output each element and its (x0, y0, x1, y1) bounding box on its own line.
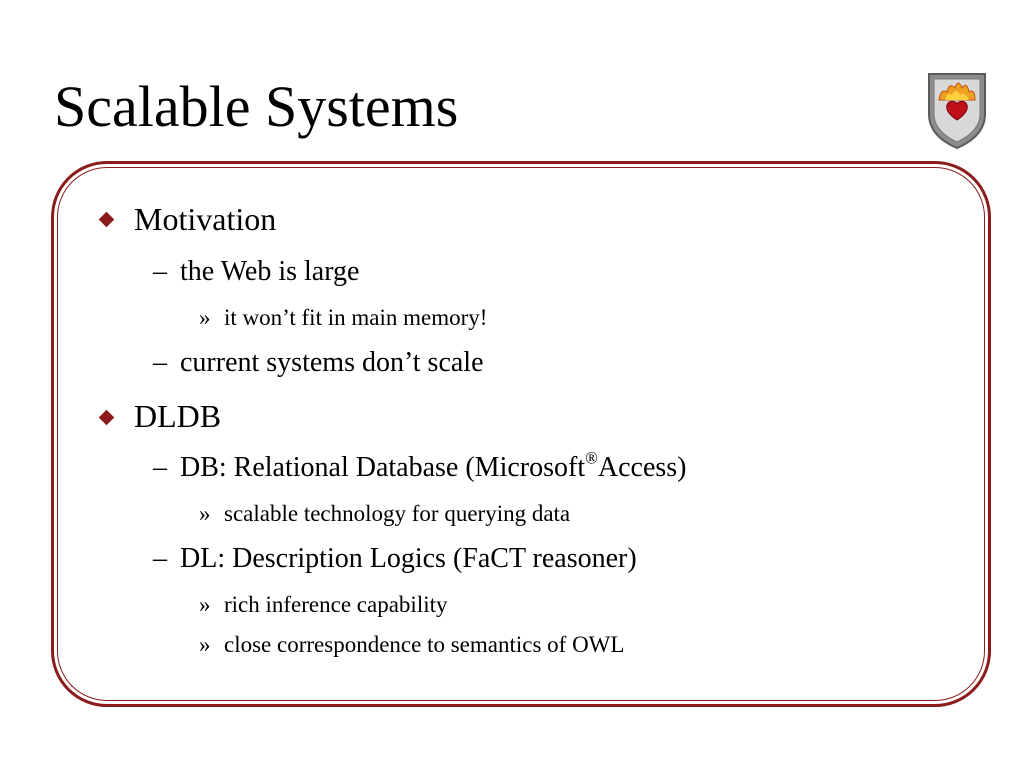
bullet-rich-inference: rich inference capability (224, 592, 448, 617)
diamond-bullet-icon (98, 409, 115, 426)
diamond-bullet-icon (98, 211, 115, 228)
bullet-db-relational: DB: Relational Database (Microsoft®Acces… (180, 448, 687, 483)
bullet-dl-description-logics: DL: Description Logics (FaCT reasoner) (180, 543, 637, 574)
raquo-marker: » (199, 632, 211, 657)
bullet-dldb: DLDB (134, 398, 222, 434)
raquo-marker: » (199, 592, 211, 617)
content-frame-outer (51, 161, 991, 707)
bullet-current-systems: current systems don’t scale (180, 347, 484, 378)
slide-title: Scalable Systems (54, 74, 459, 139)
content-frame-inner (57, 167, 985, 701)
dash-marker: – (153, 452, 167, 483)
bullet-scalable-technology: scalable technology for querying data (224, 501, 571, 526)
dash-marker: – (153, 543, 167, 574)
bullet-close-correspondence: close correspondence to semantics of OWL (224, 632, 625, 657)
dash-marker: – (153, 256, 167, 287)
bullet-wont-fit: it won’t fit in main memory! (224, 305, 488, 330)
dash-marker: – (153, 347, 167, 378)
bullet-web-is-large: the Web is large (180, 256, 360, 287)
heart-shield-logo (928, 73, 986, 150)
registered-mark: ® (585, 448, 598, 468)
raquo-marker: » (199, 305, 211, 330)
raquo-marker: » (199, 501, 211, 526)
bullet-motivation: Motivation (134, 201, 277, 237)
